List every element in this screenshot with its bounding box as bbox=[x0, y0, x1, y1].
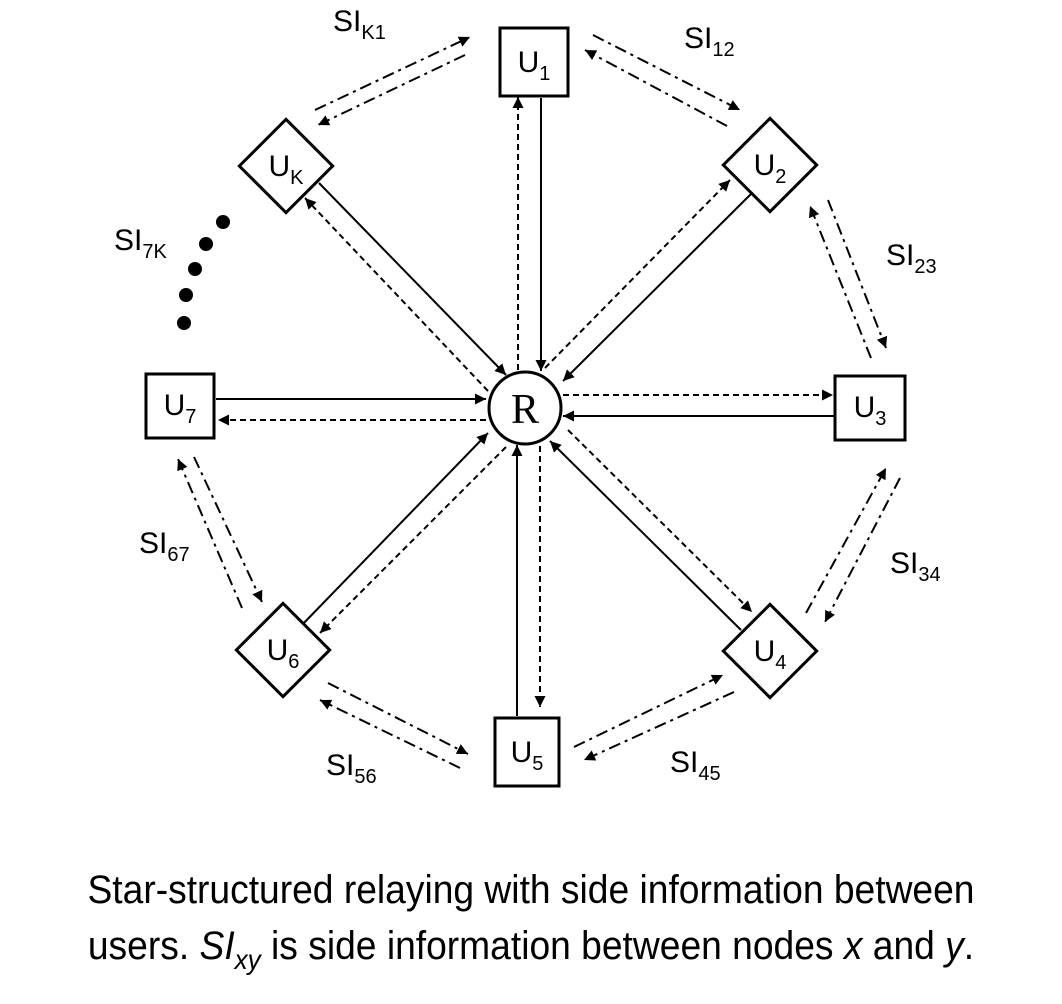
si-12-forward bbox=[592, 34, 741, 111]
si-label-7k: SI7K bbox=[114, 224, 167, 263]
si-k1-backward bbox=[317, 54, 466, 126]
relay-node: R bbox=[487, 370, 563, 446]
user-node-u2: U2 bbox=[721, 116, 819, 214]
user-node-label: U1 bbox=[518, 46, 551, 85]
uplink-u6 bbox=[299, 432, 489, 628]
relay-links bbox=[216, 97, 835, 716]
si-23-forward bbox=[827, 199, 888, 349]
si-label-23: SI23 bbox=[886, 239, 937, 278]
si-k1-forward bbox=[314, 36, 471, 111]
user-node-label: U5 bbox=[511, 736, 544, 775]
si-45-forward bbox=[583, 691, 735, 761]
si-34-backward bbox=[805, 467, 887, 614]
side-information-links bbox=[177, 34, 901, 769]
si-label-k1: SIK1 bbox=[333, 5, 386, 44]
user-node-u7: U7 bbox=[144, 372, 216, 440]
uplink-u2 bbox=[562, 192, 753, 382]
uplink-u4 bbox=[549, 440, 742, 631]
user-node-label: UK bbox=[268, 150, 304, 189]
user-node-label: U4 bbox=[754, 635, 787, 674]
si-45-backward bbox=[573, 674, 724, 748]
downlink-uk bbox=[304, 197, 489, 392]
si-34-forward bbox=[824, 477, 901, 623]
si-label-34: SI34 bbox=[890, 547, 941, 586]
si-12-backward bbox=[584, 49, 728, 127]
uplink-uk bbox=[318, 182, 507, 376]
figure-caption: Star-structured relaying with side infor… bbox=[37, 862, 1025, 978]
caption-line-2: users. SIxy is side information between … bbox=[87, 924, 975, 975]
user-node-label: U6 bbox=[267, 634, 300, 673]
si-label-56: SI56 bbox=[326, 749, 377, 788]
ellipsis-dots bbox=[177, 215, 230, 330]
si-label-12: SI12 bbox=[684, 22, 735, 61]
si-56-backward bbox=[327, 682, 469, 755]
si-67-backward bbox=[193, 456, 263, 603]
downlink-u4 bbox=[567, 429, 753, 613]
user-node-label: U2 bbox=[754, 149, 787, 188]
si-label-45: SI45 bbox=[670, 746, 721, 785]
user-node-label: U7 bbox=[164, 389, 197, 428]
relay-label: R bbox=[511, 387, 539, 433]
user-node-uk: UK bbox=[237, 117, 335, 215]
relay-star-diagram: R U1 U2 U3 U4 U5 U6 U7 UK SI12 SI23 SI34… bbox=[114, 5, 941, 788]
si-label-67: SI67 bbox=[139, 527, 190, 566]
si-56-forward bbox=[319, 699, 461, 769]
si-23-backward bbox=[808, 205, 872, 359]
user-node-u3: U3 bbox=[833, 374, 907, 442]
user-node-u1: U1 bbox=[498, 26, 570, 98]
user-node-label: U3 bbox=[854, 391, 887, 430]
user-node-u5: U5 bbox=[493, 716, 561, 788]
caption-line-1: Star-structured relaying with side infor… bbox=[87, 868, 975, 912]
downlink-u6 bbox=[319, 446, 507, 634]
user-node-u6: U6 bbox=[234, 601, 332, 699]
si-67-forward bbox=[177, 458, 243, 609]
downlink-u2 bbox=[544, 179, 731, 369]
user-node-u4: U4 bbox=[721, 602, 819, 700]
